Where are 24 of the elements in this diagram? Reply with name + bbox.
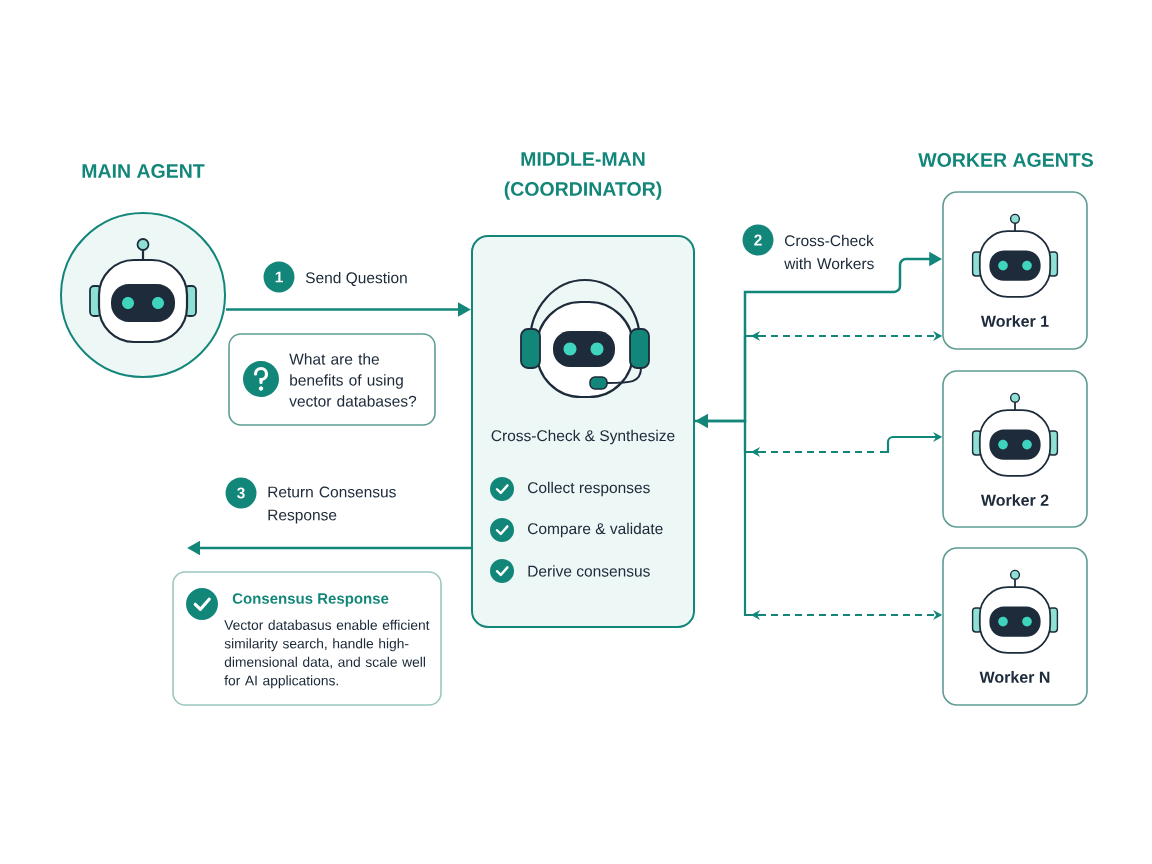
panel-subtitle: Cross-Check & Synthesize: [491, 429, 675, 445]
number-badge: 3: [225, 477, 257, 509]
edge-label: Cross-Check with Workers: [784, 234, 874, 270]
column-heading: MAIN AGENT: [82, 164, 205, 178]
card-title: Consensus Response: [232, 593, 389, 607]
box-label: Worker 1: [980, 315, 1049, 327]
edge-label: Send Question: [305, 271, 407, 287]
column-heading: WORKER AGENTS: [918, 153, 1093, 167]
checklist-item: Compare & validate: [528, 522, 663, 538]
question-text: What are the benefits of using vector databases?: [289, 353, 417, 407]
worker-card: [942, 370, 1088, 528]
checklist-item: Collect responses: [528, 481, 650, 497]
response-card: [172, 571, 442, 706]
box-label: Worker 2: [980, 494, 1049, 506]
number-badge: 1: [263, 261, 295, 293]
question-box: [228, 333, 436, 426]
worker-card: [942, 547, 1088, 706]
edge-label: Return Consensus Response: [268, 486, 396, 524]
checklist-item: Derive consensus: [528, 565, 650, 577]
box-label: Worker N: [979, 671, 1050, 683]
worker-card: [942, 191, 1088, 350]
column-heading: MIDDLE-MAN (COORDINATOR): [504, 152, 662, 200]
number-badge: 2: [742, 224, 774, 256]
card-body: Vector databasus enable efficient similarity search, handle high-dimensional data, and scale well for AI applications.: [224, 619, 430, 689]
